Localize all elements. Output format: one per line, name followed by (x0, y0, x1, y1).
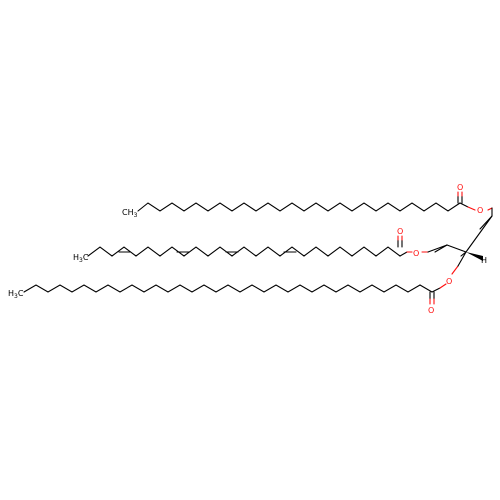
middle-ch2-to-glycerol (427, 244, 448, 253)
top-chain-bonds (137, 202, 461, 212)
top-ester-o-to-ch2 (487, 207, 493, 211)
top-carbonyl-to-ester-o (459, 202, 469, 208)
bottom-chain-bonds (23, 284, 421, 293)
bottom-carbonyl-to-o (431, 287, 441, 293)
bottom-carbonyl-o-label: O (428, 306, 434, 315)
stereo-wedge (466, 252, 483, 261)
middle-carbonyl-o-label: O (397, 227, 403, 236)
atom-labels: CH3 O O H3C O O H O H3C O (8, 183, 487, 315)
middle-chain-h3c-label: H3C (73, 253, 89, 264)
stereo-h-label: H (481, 256, 487, 265)
bottom-ester-o-label: O (446, 277, 452, 286)
top-carbonyl-o-label: O (457, 183, 463, 192)
top-ester-o-bond-a (467, 206, 476, 211)
top-ester-o-label: O (477, 206, 483, 215)
bottom-o-to-glycerol (457, 251, 467, 267)
middle-c-to-ester-o (399, 251, 408, 257)
middle-acyl-chain (87, 235, 448, 257)
middle-ester-o-label: O (413, 249, 419, 258)
top-chain-ch3-label: CH3 (122, 208, 138, 219)
middle-chain-bonds (87, 246, 401, 257)
glycerol-backbone (434, 215, 493, 261)
top-acyl-chain (137, 191, 493, 217)
glycerol-c1-chain (465, 215, 493, 253)
bottom-ester-o-up (451, 265, 459, 275)
bottom-acyl-chain (23, 251, 467, 305)
bottom-ester-o-bond (439, 283, 447, 289)
glycerol-c2-c3 (446, 244, 467, 253)
bottom-chain-h3c-label: H3C (8, 289, 24, 300)
bottom-c-to-carbonyl (419, 284, 433, 293)
